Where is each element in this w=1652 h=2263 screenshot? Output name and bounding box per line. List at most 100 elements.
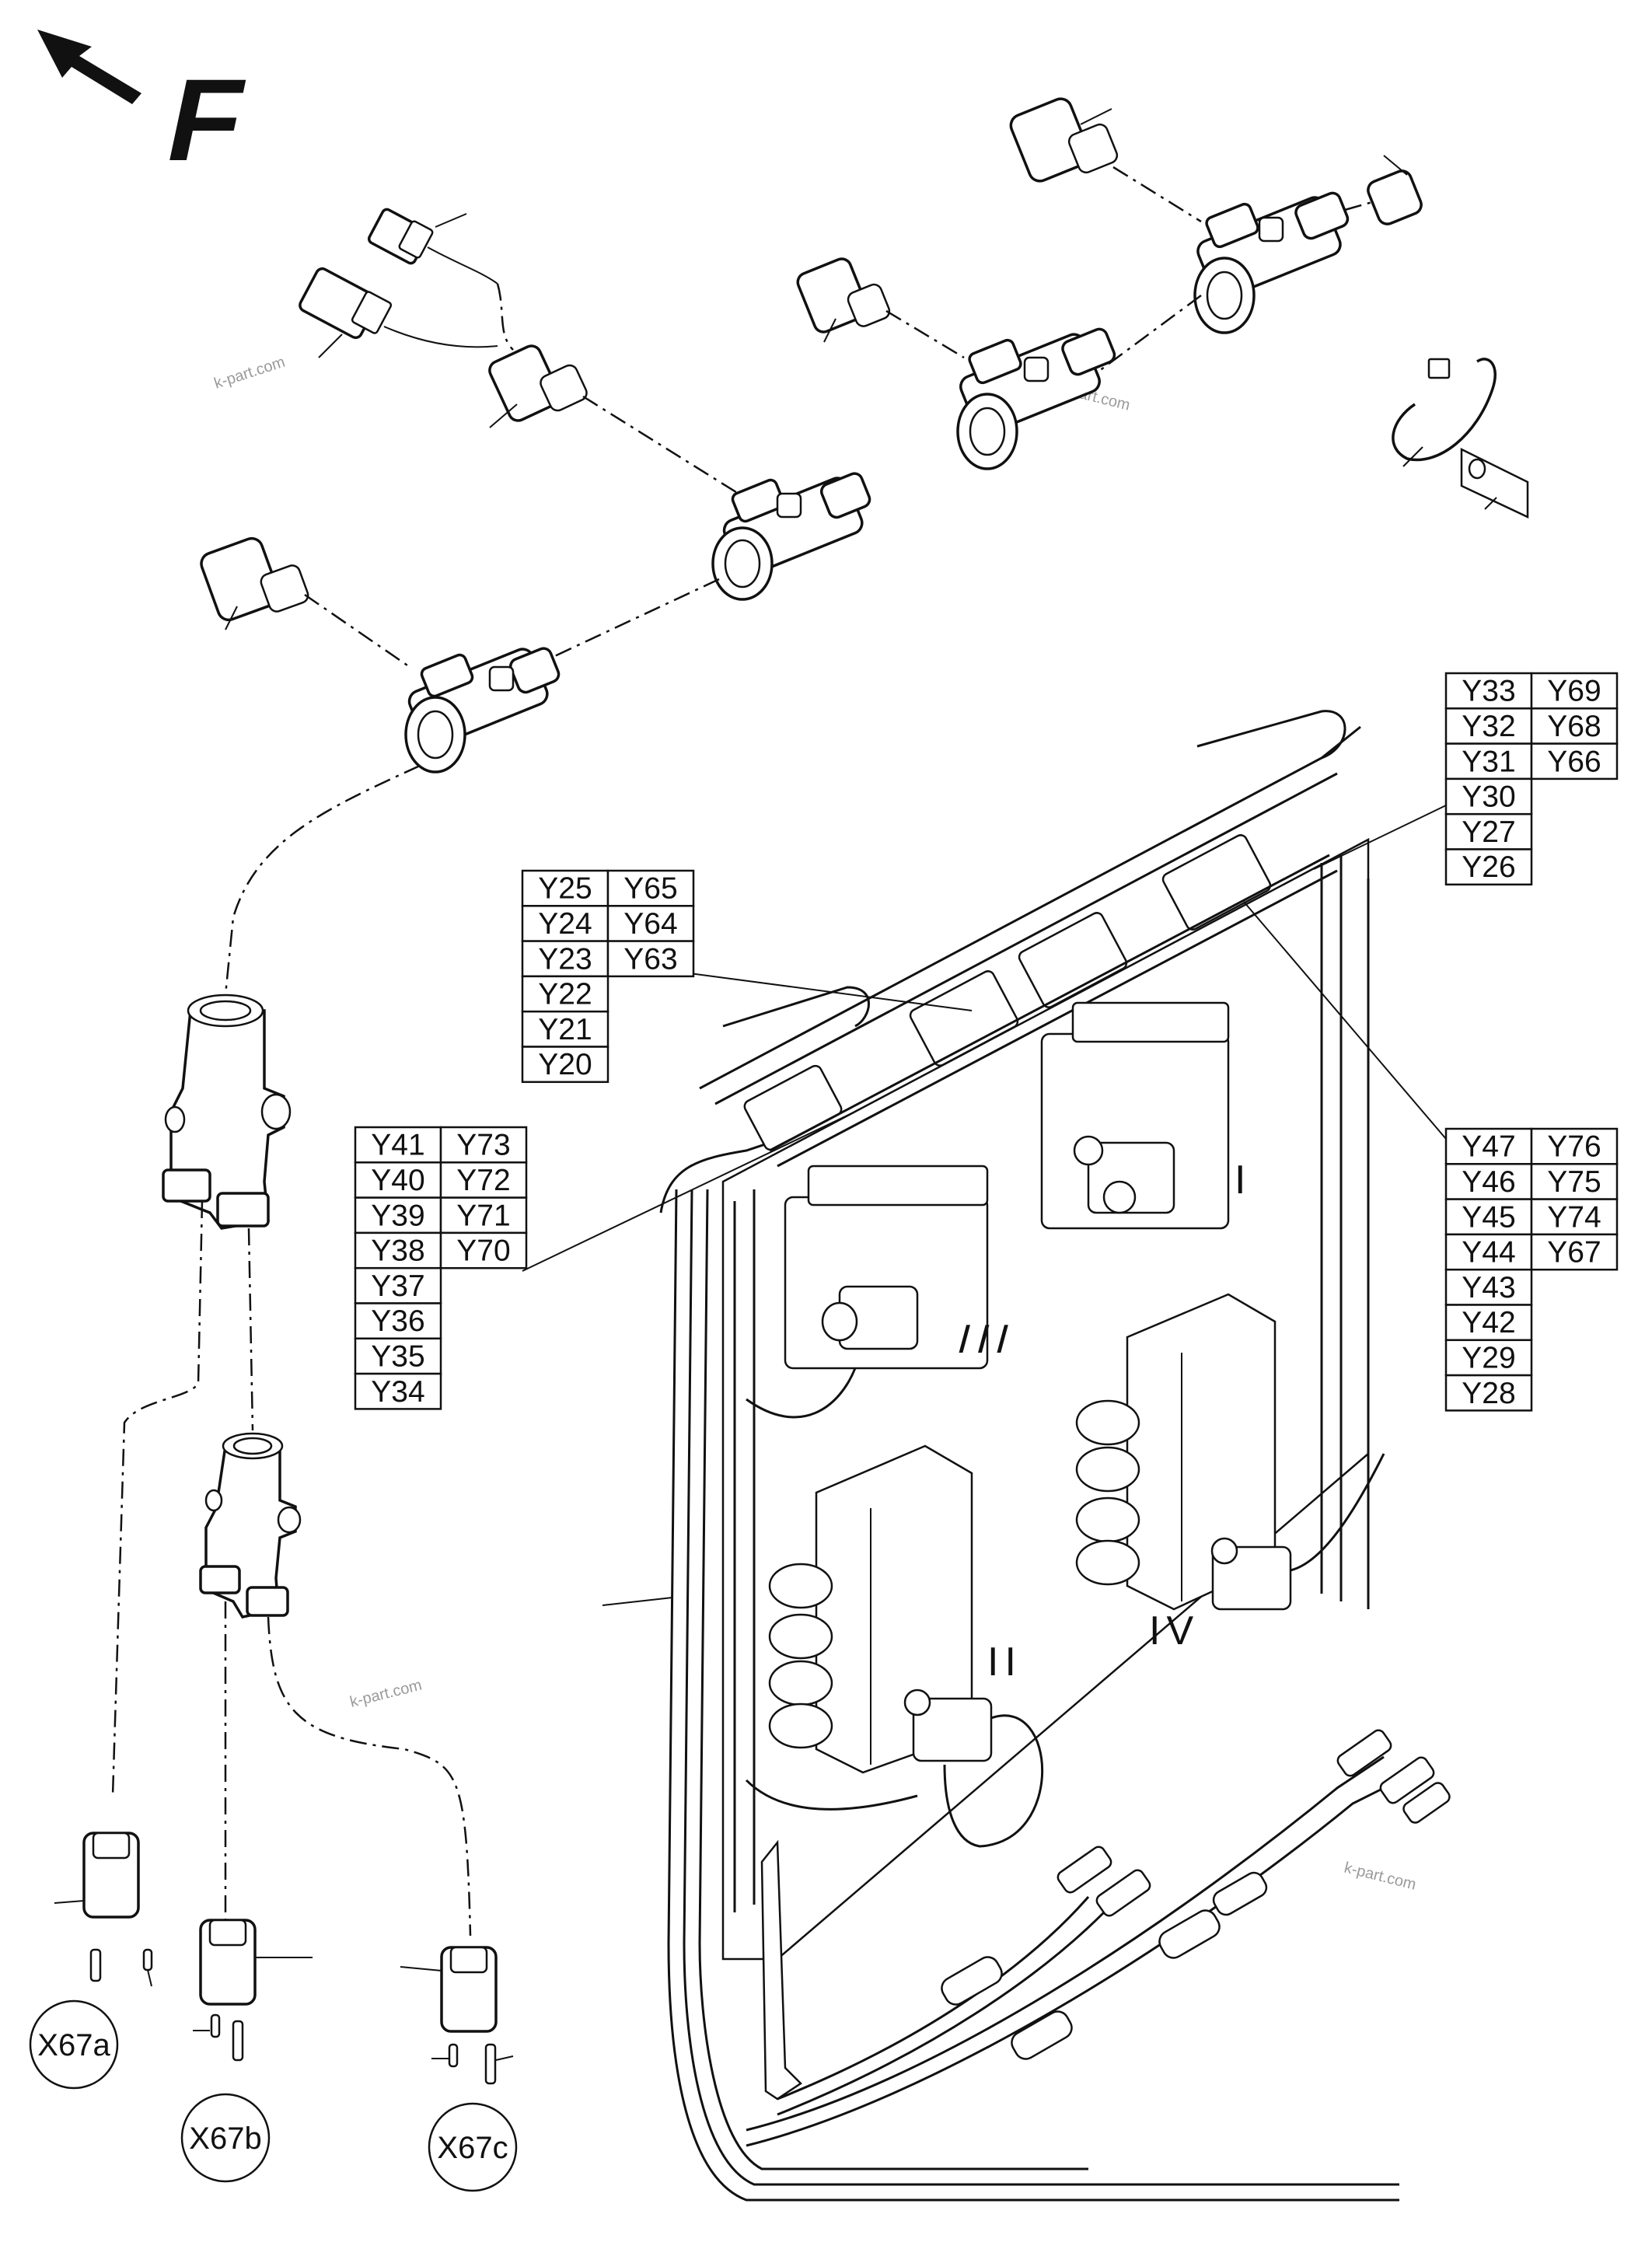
direction-arrow-icon (37, 30, 141, 104)
solenoid-label: Y29 (1462, 1341, 1515, 1374)
table-cell (1530, 707, 1619, 745)
connector-x67b (193, 1919, 313, 2062)
solenoid-label: Y24 (538, 907, 592, 941)
solenoid-label: Y34 (371, 1375, 424, 1409)
table-cell (439, 1126, 528, 1164)
leader-line (602, 1597, 673, 1606)
leader-line (1243, 901, 1447, 1140)
solenoid-label: Y31 (1462, 745, 1515, 778)
tee-fitting (1193, 191, 1350, 334)
solenoid-label: Y71 (456, 1199, 510, 1232)
solenoid-label: Y21 (538, 1013, 592, 1046)
cable-tie (1392, 358, 1497, 467)
solenoid-label: Y66 (1547, 745, 1601, 778)
solenoid-label: Y70 (456, 1235, 510, 1268)
valve-panel-frame (659, 710, 1400, 2202)
solenoid-label: Y64 (623, 907, 677, 941)
solenoid-label: Y20 (538, 1048, 592, 1081)
table-cell (521, 1046, 609, 1084)
cable-gland (1009, 97, 1119, 183)
connector-label: X67c (437, 2131, 508, 2165)
solenoid-label: Y27 (1462, 815, 1515, 849)
leader-line (1313, 805, 1447, 870)
valve-block-label: II (987, 1640, 1022, 1685)
solenoid-label: Y37 (371, 1269, 424, 1303)
solenoid-label: Y42 (1462, 1306, 1515, 1339)
table-cell (439, 1231, 528, 1269)
connector-label: X67a (37, 2028, 110, 2062)
solenoid-label: Y22 (538, 978, 592, 1011)
table-cell (1444, 777, 1533, 815)
valve-block-iii: III (746, 1165, 1022, 1419)
valve-block-label: IV (1149, 1608, 1200, 1654)
table-cell (1444, 1339, 1533, 1377)
solenoid-label: Y76 (1547, 1130, 1601, 1164)
leader-line (522, 1111, 856, 1272)
cable-gland (796, 257, 891, 343)
connector-circle-x67b: X67b (180, 2093, 271, 2183)
watermark: k-part.com (1343, 1860, 1418, 1894)
y-adapter (162, 994, 292, 1230)
solenoid-label: Y68 (1547, 710, 1601, 743)
table-cell (1444, 1374, 1533, 1412)
upper-valve-blocks (743, 834, 1338, 1168)
solenoid-label: Y63 (623, 942, 677, 976)
valve-block-label: I (1235, 1158, 1245, 1203)
table-cell (439, 1161, 528, 1199)
connector-circle-x67a: X67a (29, 1999, 119, 2090)
solenoid-label: Y43 (1462, 1271, 1515, 1304)
solenoid-label: Y44 (1462, 1236, 1515, 1269)
watermark: k-part.com (348, 1677, 424, 1711)
watermark: k-part.com (212, 354, 288, 393)
table-cell (354, 1266, 442, 1304)
solenoid-label: Y74 (1547, 1200, 1601, 1234)
solenoid-label: Y69 (1547, 675, 1601, 708)
table-cell (1444, 1127, 1533, 1165)
cable-gland (488, 344, 588, 428)
table-cell (521, 975, 609, 1013)
solenoid-label: Y46 (1462, 1165, 1515, 1199)
plug-connector (299, 267, 498, 358)
table-cell (1444, 1233, 1533, 1271)
harness-connector (941, 1729, 1451, 2060)
table-cell (1530, 1163, 1619, 1200)
solenoid-label: Y28 (1462, 1377, 1515, 1410)
table-cell (1444, 812, 1533, 850)
connector-x67a (54, 1832, 153, 1987)
table-cell (354, 1337, 442, 1375)
solenoid-label: Y36 (371, 1304, 424, 1338)
table-cell (354, 1372, 442, 1410)
table-cell (1530, 1233, 1619, 1271)
small-plug-connector (367, 208, 498, 285)
solenoid-label: Y65 (623, 872, 677, 906)
solenoid-label: Y35 (371, 1339, 424, 1373)
table-cell (439, 1196, 528, 1235)
solenoid-label: Y39 (371, 1199, 424, 1232)
direction-mark: F (156, 56, 255, 186)
table-cell (1444, 672, 1533, 710)
solenoid-label: Y75 (1547, 1165, 1601, 1199)
tee-fitting (956, 327, 1116, 470)
connector-label: X67b (189, 2122, 261, 2156)
table-cell (521, 1010, 609, 1048)
solenoid-label: Y67 (1547, 1236, 1601, 1269)
table-cell (354, 1302, 442, 1340)
connector-x67c (400, 1946, 514, 2085)
table-cell (1444, 1304, 1533, 1342)
tee-fitting (711, 472, 871, 601)
solenoid-label: Y33 (1462, 675, 1515, 708)
solenoid-label: Y41 (371, 1129, 424, 1162)
solenoid-label: Y45 (1462, 1200, 1515, 1234)
table-cell (1530, 672, 1619, 710)
solenoid-label: Y72 (456, 1164, 510, 1197)
label-plate (1460, 447, 1529, 519)
end-cap (1367, 155, 1423, 225)
table-cell (1444, 1268, 1533, 1306)
